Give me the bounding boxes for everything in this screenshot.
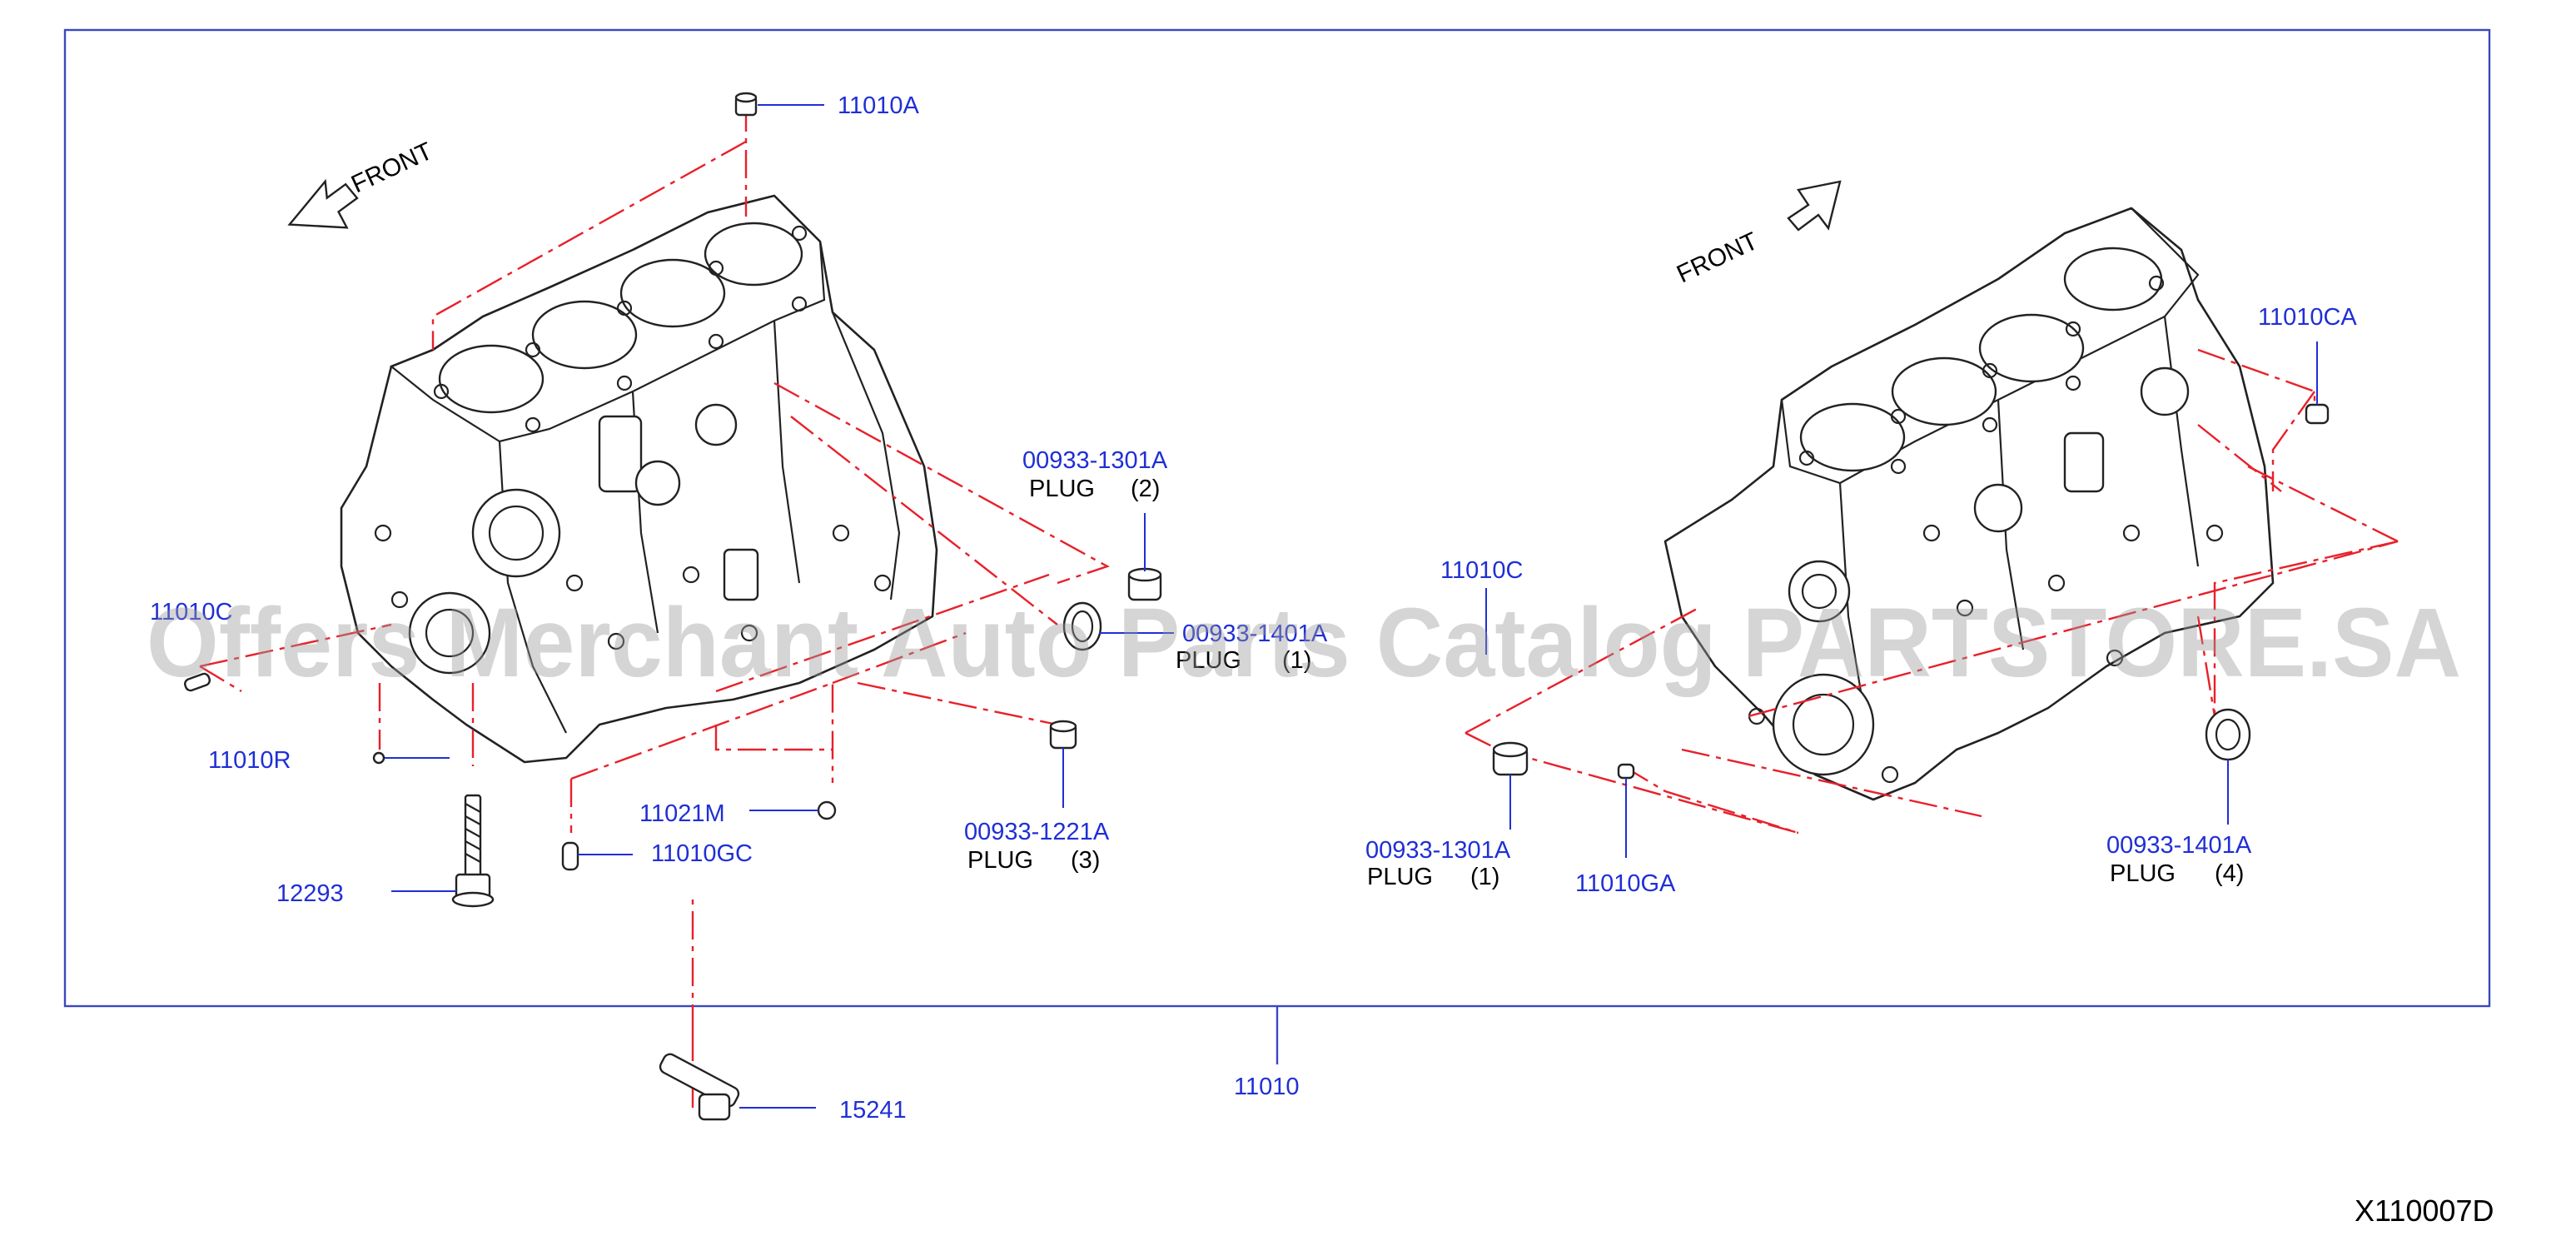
callout-11021M[interactable]: 11021M: [639, 800, 725, 827]
diagram-code: X110007D: [2355, 1194, 2494, 1228]
plug-number-mid: (1): [1282, 647, 1311, 674]
callout-00933-1221A[interactable]: 00933-1221A: [964, 819, 1110, 845]
right-cylinder-bore-4: [2063, 247, 2163, 311]
plug-number-right: (4): [2215, 860, 2244, 887]
callout-11010[interactable]: 11010: [1234, 1074, 1300, 1100]
part-plug-00933-1221A: [1049, 720, 1077, 750]
callout-11010C-right[interactable]: 11010C: [1440, 557, 1523, 584]
front-label-right: FRONT: [1673, 227, 1763, 289]
plug-number-1221A: (3): [1071, 847, 1100, 874]
part-11010GA-dowel: [1617, 763, 1635, 780]
plug-label-bottom: PLUG: [1367, 864, 1433, 890]
plug-label-mid: PLUG: [1176, 647, 1241, 674]
callout-11010C-left[interactable]: 11010C: [150, 599, 232, 625]
callout-11010A[interactable]: 11010A: [838, 92, 919, 119]
part-plug-00933-1301A-bottom: [1492, 741, 1529, 776]
part-11021M-pin: [817, 800, 837, 820]
part-plug-00933-1401A-mid: [1062, 601, 1102, 651]
front-label-left: FRONT: [347, 137, 437, 199]
part-11010A-dowel: [734, 92, 758, 117]
callout-00933-1301A-bottom[interactable]: 00933-1301A: [1365, 837, 1511, 864]
part-11010GC-dowel: [561, 841, 579, 871]
callout-12293[interactable]: 12293: [276, 880, 344, 907]
plug-label-1221A: PLUG: [967, 847, 1033, 874]
watermark: Offers Merchant Auto Parts Catalog PARTS…: [147, 588, 2461, 698]
callout-11010GA[interactable]: 11010GA: [1575, 870, 1676, 897]
callout-11010R[interactable]: 11010R: [208, 747, 291, 774]
callout-11010CA[interactable]: 11010CA: [2258, 304, 2357, 331]
left-cylinder-block: [340, 194, 938, 764]
leader-lines: [385, 104, 2318, 1109]
callout-00933-1301A-top[interactable]: 00933-1301A: [1022, 447, 1168, 474]
part-12293-bolt: [451, 794, 495, 908]
callout-00933-1401A-mid[interactable]: 00933-1401A: [1182, 620, 1328, 647]
part-15241-bolt: [659, 1053, 740, 1121]
right-cylinder-bore-3: [1978, 313, 2085, 383]
part-11010C-left-dowel: [184, 672, 211, 692]
front-arrow-right: FRONT: [1673, 180, 1842, 289]
callout-00933-1401A-right[interactable]: 00933-1401A: [2106, 832, 2252, 859]
plug-label-right: PLUG: [2110, 860, 2176, 887]
left-cylinder-bore-4: [704, 222, 803, 287]
part-plug-00933-1401A-right: [2205, 708, 2251, 761]
alignment-lines: [199, 103, 2399, 1108]
part-11010CA-dowel: [2305, 403, 2330, 425]
plug-number-bottom: (1): [1470, 864, 1499, 890]
right-cylinder-bore-1: [1799, 402, 1906, 472]
part-11010R-pin: [372, 751, 385, 765]
left-cylinder-bore-3: [619, 258, 726, 328]
callout-11010GC[interactable]: 11010GC: [651, 840, 753, 867]
callout-15241[interactable]: 15241: [839, 1097, 907, 1124]
front-arrow-left: FRONT: [287, 137, 437, 229]
left-cylinder-bore-1: [438, 344, 545, 414]
plug-number-top: (2): [1131, 476, 1160, 502]
left-cylinder-bore-2: [531, 300, 638, 370]
right-cylinder-bore-2: [1891, 356, 1997, 426]
plug-label-top: PLUG: [1029, 476, 1095, 502]
right-cylinder-block: [1663, 207, 2275, 801]
